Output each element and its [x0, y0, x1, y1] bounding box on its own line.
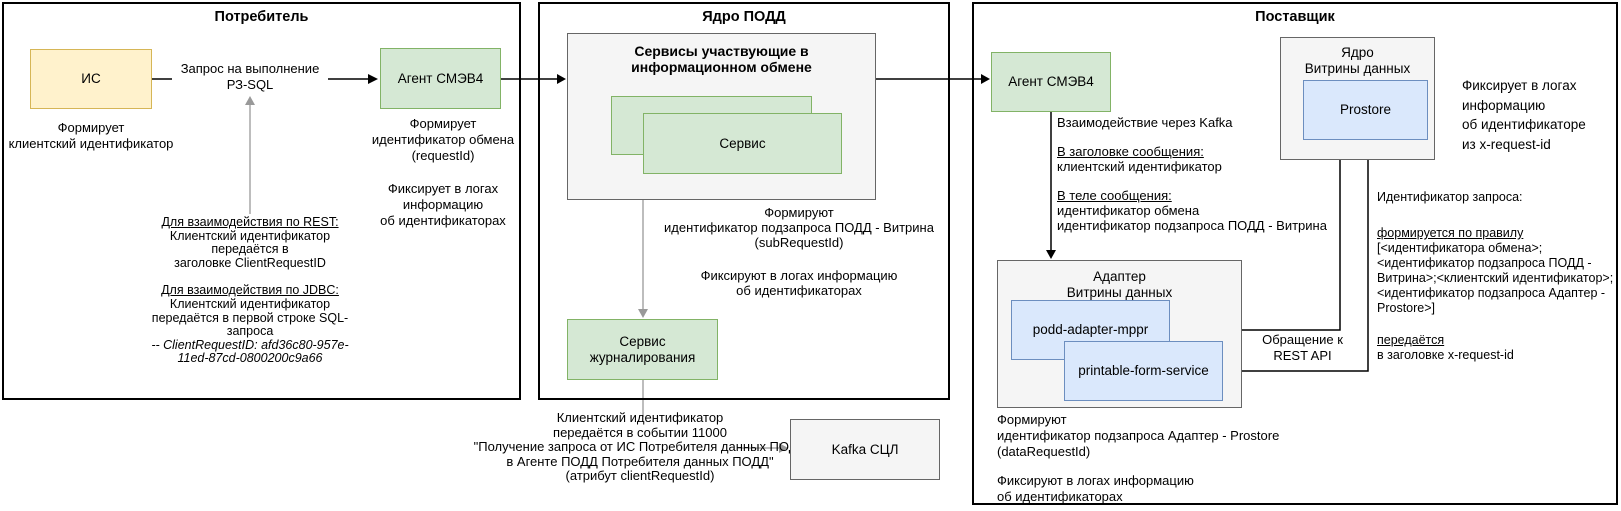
panel-provider-title: Поставщик [1255, 9, 1335, 25]
request-id-pass: передаётся в заголовке x-request-id [1377, 333, 1514, 362]
message-header-note: В заголовке сообщения: клиентский иденти… [1057, 144, 1222, 174]
node-service: Сервис [643, 113, 842, 174]
node-is-label: ИС [81, 71, 101, 86]
agent-consumer-caption-1: Формирует идентификатор обмена (requestI… [371, 116, 515, 163]
node-agent-smev4-provider: Агент СМЭВ4 [991, 52, 1111, 112]
panel-consumer-title: Потребитель [214, 9, 309, 25]
request-id-rule: формируется по правилу [<идентификатора … [1377, 226, 1614, 315]
node-agent-smev4-consumer: Агент СМЭВ4 [380, 48, 501, 109]
group-dm-adapter-title: Адаптер Витрины данных [1066, 269, 1173, 300]
node-prostore: Prostore [1303, 80, 1428, 140]
node-kafka-scl-label: Kafka СЦЛ [831, 441, 899, 457]
adapter-caption-2: Фиксируют в логах информацию об идентифи… [997, 473, 1194, 504]
rest-note: Для взаимодействия по REST: Клиентский и… [161, 215, 339, 270]
group-dm-core-title: Ядро Витрины данных [1304, 45, 1411, 76]
panel-consumer: Потребитель [2, 2, 521, 400]
message-body-note: В теле сообщения: идентификатор обмена и… [1057, 188, 1327, 233]
node-journal-service: Сервис журналирования [567, 319, 718, 380]
agent-consumer-caption-2: Фиксирует в логах информацию об идентифи… [380, 181, 506, 228]
dm-core-log-note: Фиксирует в логах информацию об идентифи… [1462, 78, 1586, 152]
core-caption-1: Формируют идентификатор подзапроса ПОДД … [664, 205, 934, 250]
node-kafka-scl: Kafka СЦЛ [790, 419, 940, 480]
node-printable-form-service: printable-form-service [1064, 341, 1223, 401]
event-note: Клиентский идентификатор передаётся в со… [473, 410, 807, 483]
group-exchange-services-title: Сервисы участвующие в информационном обм… [631, 43, 812, 75]
jdbc-note: Для взаимодействия по JDBC: Клиентский и… [151, 283, 349, 366]
panel-provider: Поставщик [972, 2, 1618, 505]
consumer-protocol-note: Для взаимодействия по REST: Клиентский и… [95, 215, 405, 366]
node-is: ИС [30, 49, 152, 109]
adapter-captions: Формируют идентификатор подзапроса Адапт… [997, 412, 1327, 505]
node-printable-label: printable-form-service [1078, 363, 1209, 378]
panel-core-title: Ядро ПОДД [702, 9, 786, 25]
edge-label-request: Запрос на выполнение РЗ-SQL [172, 61, 328, 93]
core-caption-2: Фиксируют в логах информацию об идентифи… [700, 268, 898, 298]
adapter-caption-1: Формируют идентификатор подзапроса Адапт… [997, 412, 1280, 459]
kafka-interaction-note: Взаимодействие через Kafka [1057, 115, 1233, 130]
panel-core: Ядро ПОДД [538, 2, 950, 400]
node-agent-label: Агент СМЭВ4 [397, 70, 484, 86]
node-podd-adapter-label: podd-adapter-mppr [1032, 322, 1149, 337]
node-service-label: Сервис [719, 135, 766, 151]
edge-label-rest-api: Обращение к REST API [1262, 332, 1343, 363]
is-caption: Формирует клиентский идентификатор [8, 120, 174, 151]
provider-kafka-notes: Взаимодействие через Kafka В заголовке с… [1057, 115, 1357, 233]
node-prostore-label: Prostore [1339, 102, 1392, 117]
node-agent-label: Агент СМЭВ4 [1008, 74, 1094, 89]
request-id-note: Идентификатор запроса: формируется по пр… [1377, 190, 1621, 363]
